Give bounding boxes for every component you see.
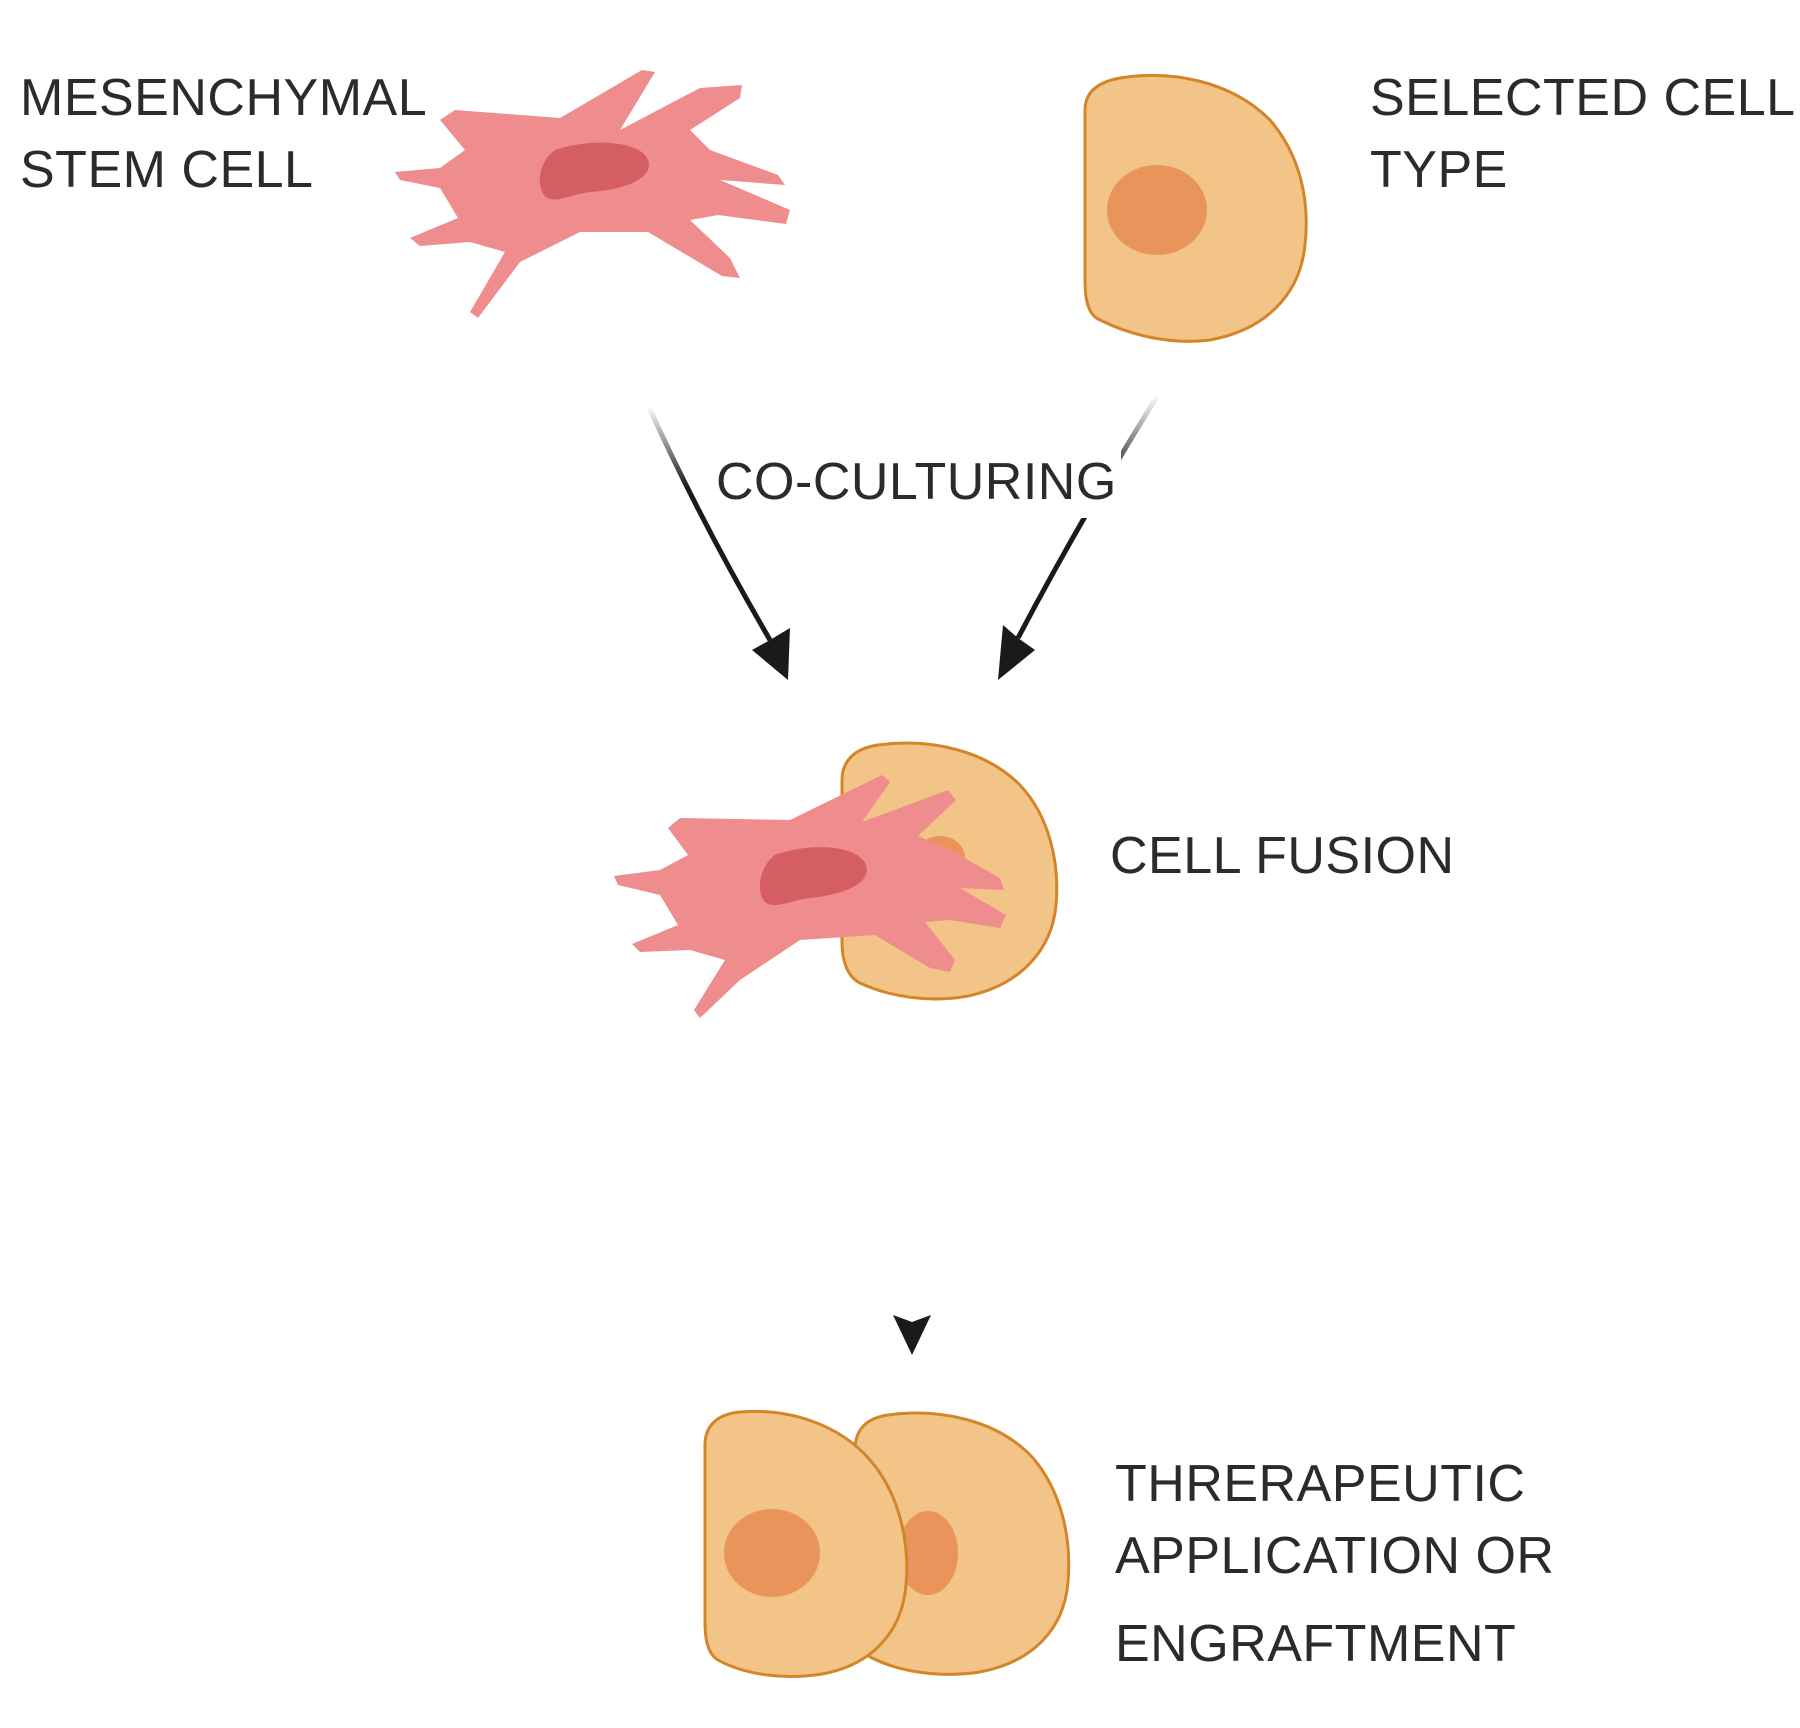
selected-cell-type-label: SELECTED CELL TYPE bbox=[1370, 62, 1796, 206]
downward-arrow bbox=[893, 1060, 931, 1355]
result-back-cell-nucleus bbox=[898, 1511, 958, 1595]
selected-label-line-2: TYPE bbox=[1370, 141, 1508, 199]
msc-nucleus bbox=[539, 142, 649, 200]
msc-body bbox=[395, 70, 790, 318]
result-label-line-2: APPLICATION OR bbox=[1115, 1527, 1555, 1585]
result-front-cell-nucleus bbox=[724, 1509, 820, 1597]
co-culturing-label: CO-CULTURING bbox=[712, 446, 1121, 518]
coculture-arrows bbox=[645, 393, 1161, 680]
msc-label-line-1: MESENCHYMAL bbox=[20, 69, 428, 127]
result-label-line-1: THRERAPEUTIC bbox=[1115, 1455, 1526, 1513]
selected-cell-nucleus bbox=[1107, 165, 1207, 255]
therapeutic-cells bbox=[703, 1409, 1071, 1678]
selected-cell bbox=[1083, 73, 1308, 343]
result-label-line-3: ENGRAFTMENT bbox=[1115, 1615, 1517, 1673]
fusion-msc-nucleus bbox=[759, 847, 867, 906]
right-arrow-shaft bbox=[1015, 393, 1161, 640]
left-arrow-shaft bbox=[645, 403, 773, 642]
selected-label-line-1: SELECTED CELL bbox=[1370, 69, 1796, 127]
right-arrowhead bbox=[998, 625, 1035, 680]
mesenchymal-stem-cell-label: MESENCHYMAL STEM CELL bbox=[20, 62, 427, 206]
mesenchymal-stem-cell bbox=[395, 70, 790, 318]
fused-cells bbox=[614, 741, 1059, 1018]
down-arrowhead bbox=[893, 1315, 931, 1355]
msc-label-line-2: STEM CELL bbox=[20, 141, 314, 199]
left-arrowhead bbox=[752, 628, 790, 680]
cell-fusion-label: CELL FUSION bbox=[1110, 827, 1455, 885]
therapeutic-application-label: THRERAPEUTIC APPLICATION OR ENGRAFTMENT bbox=[1115, 1448, 1554, 1680]
